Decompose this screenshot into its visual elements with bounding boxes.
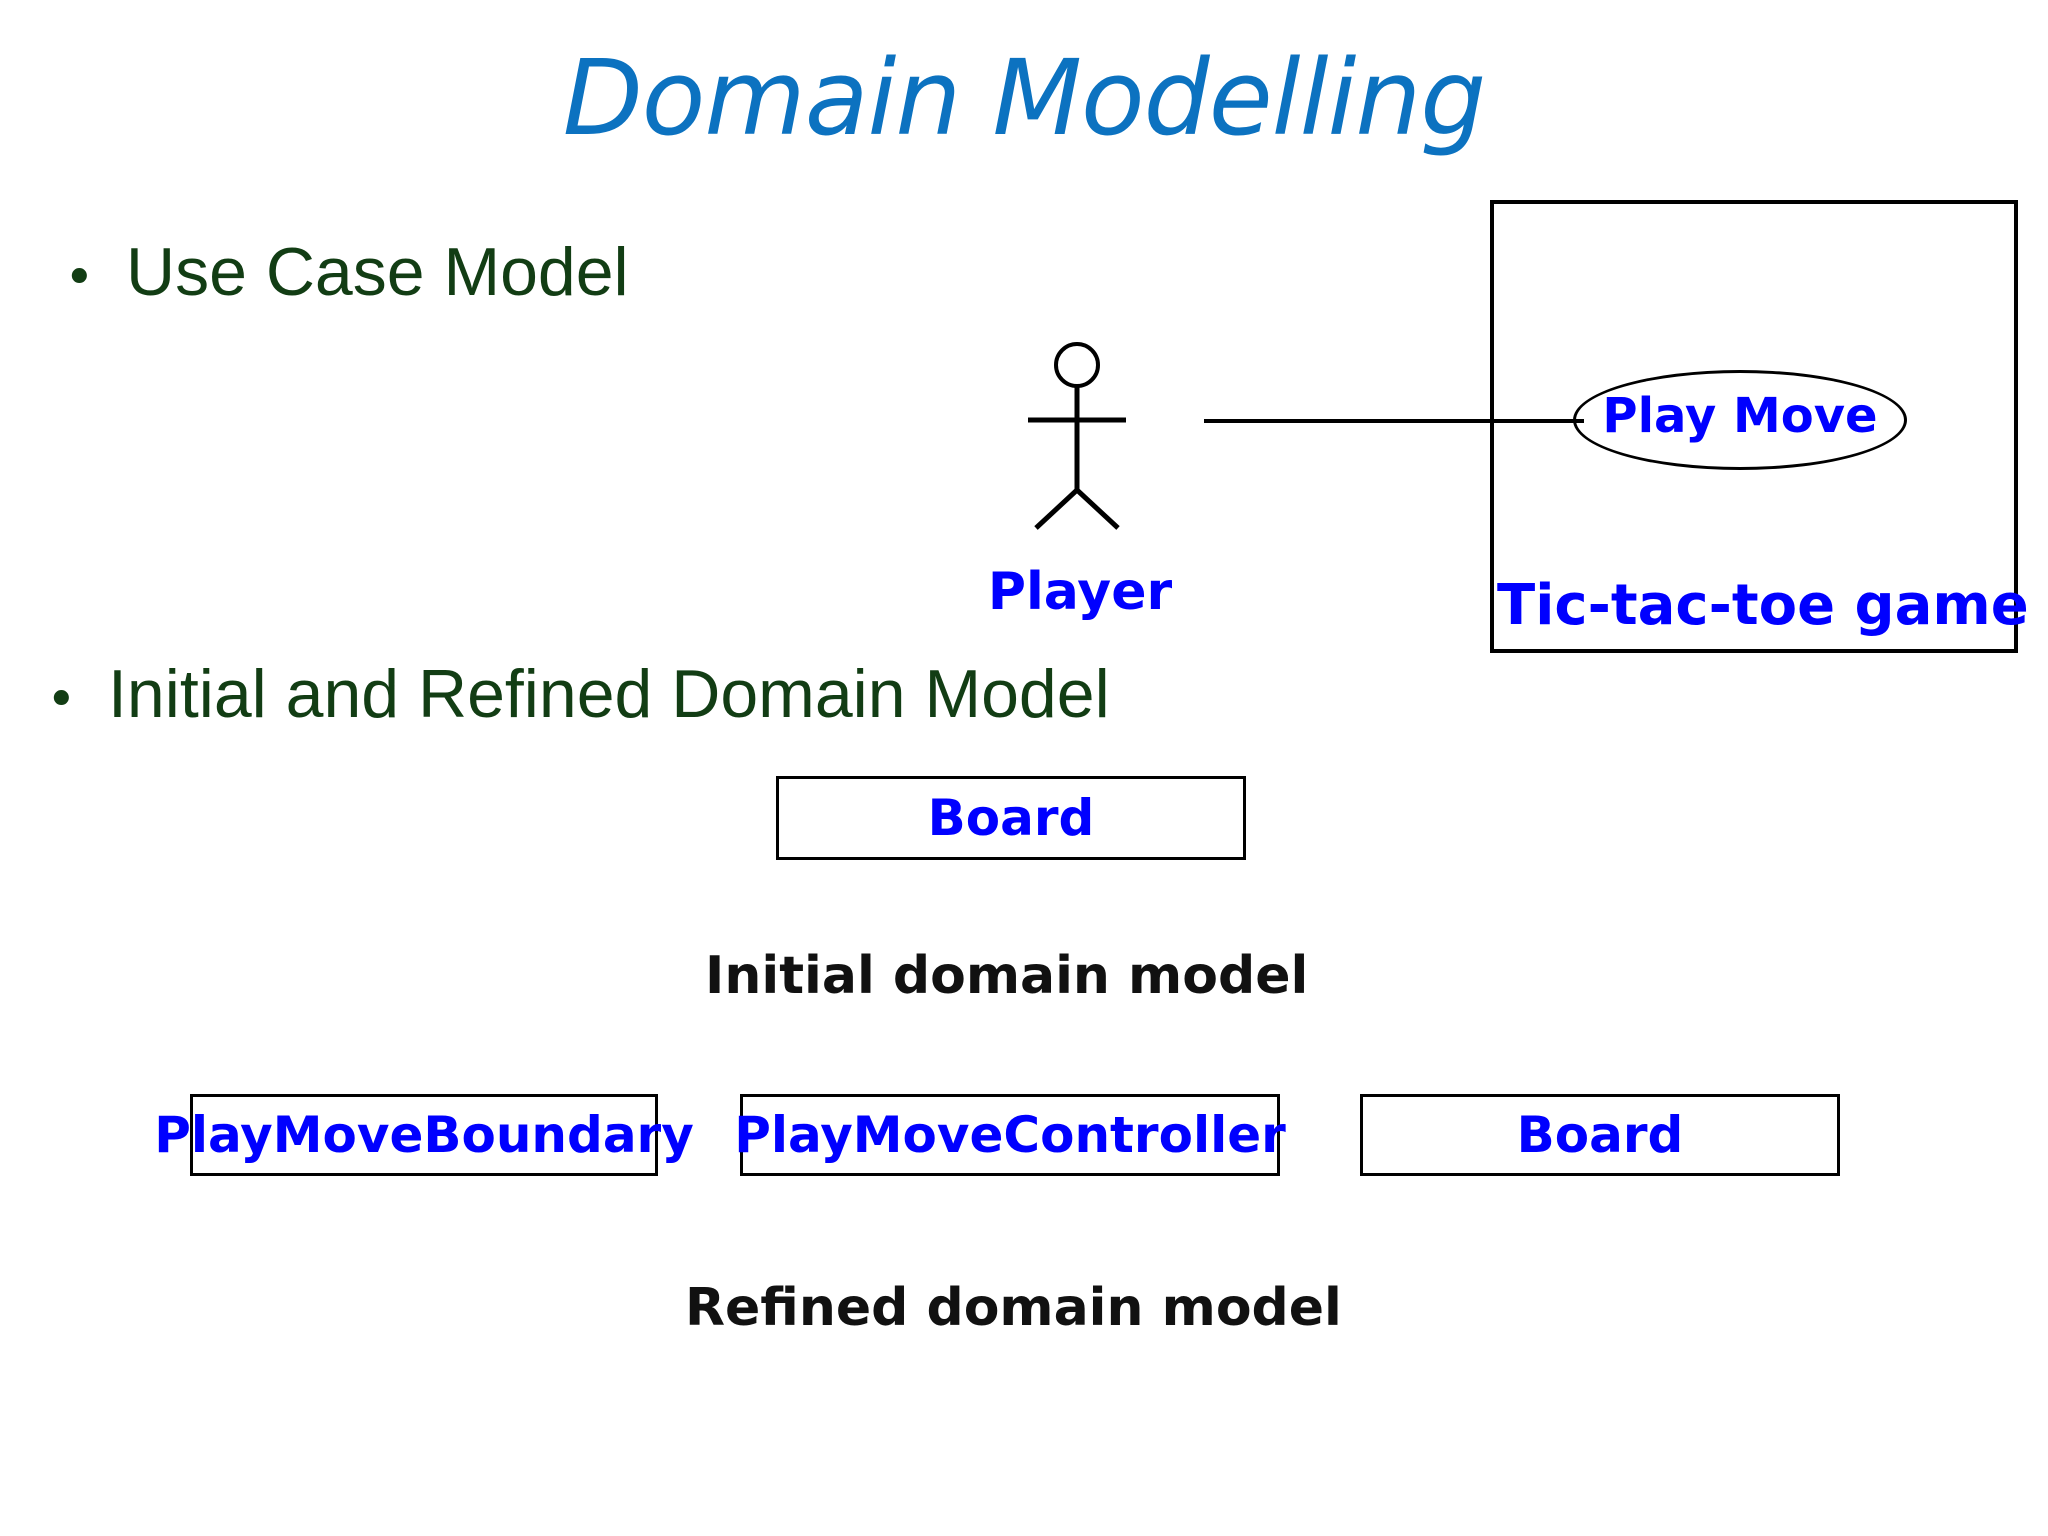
bullet-item-domain-model: • Initial and Refined Domain Model [46,660,1110,728]
use-case-system-boundary [1490,200,2018,653]
class-box-label: PlayMoveController [734,1106,1286,1164]
caption-refined-domain-model: Refined domain model [685,1278,1342,1338]
association-line-player-play-move [1204,419,1584,423]
use-case-label-play-move: Play Move [1602,388,1878,444]
bullet-marker-icon: • [64,248,95,308]
bullet-item-use-case-model: • Use Case Model [64,238,629,306]
actor-player-icon [1020,338,1140,542]
bullet-marker-icon: • [46,670,77,730]
class-box-playmoveboundary: PlayMoveBoundary [154,1094,694,1176]
class-box-label: Board [1516,1106,1684,1164]
caption-initial-domain-model: Initial domain model [705,946,1309,1006]
class-box-board-initial: Board [776,776,1246,860]
bullet-label-use-case-model: Use Case Model [126,234,629,310]
class-box-playmovecontroller: PlayMoveController [734,1094,1286,1176]
bullet-label-domain-model: Initial and Refined Domain Model [108,656,1110,732]
page-title: Domain Modelling [562,37,1487,159]
system-boundary-label: Tic-tac-toe game [1497,573,2029,638]
class-box-board-refined: Board [1360,1094,1840,1176]
class-box-label: Board [927,789,1095,847]
actor-label-player: Player [987,562,1173,622]
class-box-label: PlayMoveBoundary [154,1106,694,1164]
